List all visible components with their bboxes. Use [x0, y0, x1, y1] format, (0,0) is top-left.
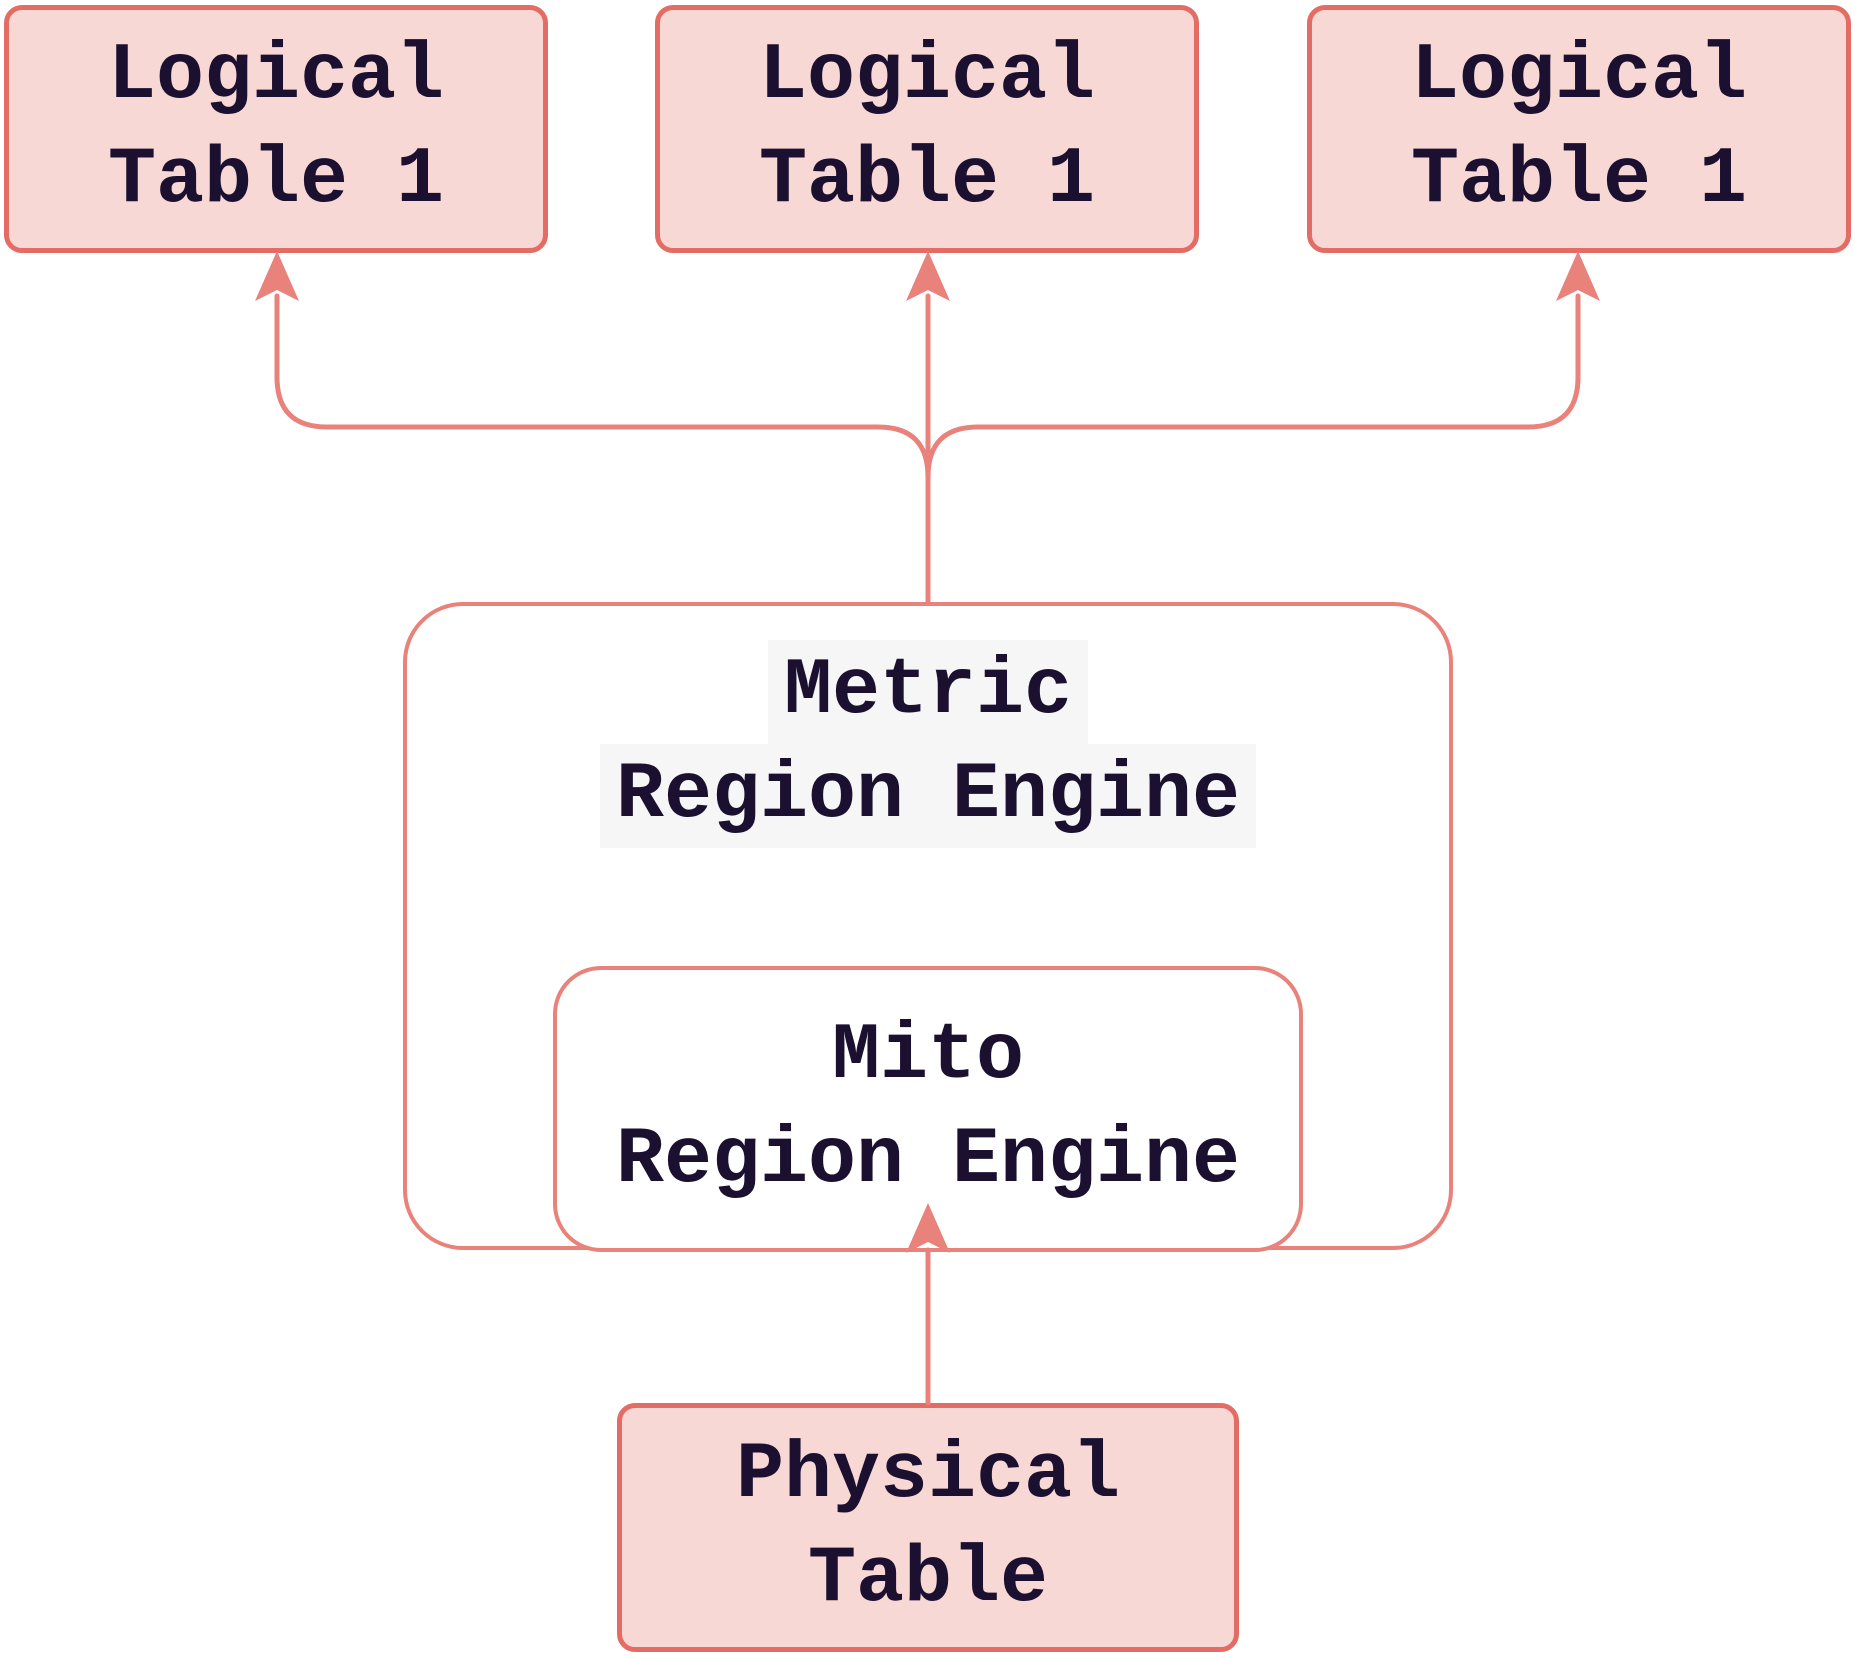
node-label-line: Table 1	[1410, 135, 1748, 226]
node-label-line: Region Engine	[599, 744, 1257, 848]
arrowhead-logical-right-icon	[1556, 251, 1600, 301]
node-label-line: Metric	[767, 640, 1089, 744]
node-label-line: Table	[807, 1533, 1049, 1625]
node-label-line: Table 1	[758, 135, 1096, 226]
arrowhead-logical-center-icon	[906, 251, 950, 301]
node-logical-table-center: Logical Table 1	[655, 5, 1199, 253]
node-label-line: Region Engine	[615, 1115, 1241, 1206]
node-label-line: Table 1	[107, 135, 445, 226]
node-mito-region-engine: Mito Region Engine	[553, 966, 1303, 1252]
node-label-line: Physical	[735, 1429, 1121, 1521]
node-label-line: Logical	[107, 31, 445, 122]
node-logical-table-left: Logical Table 1	[4, 5, 548, 253]
node-logical-table-right: Logical Table 1	[1307, 5, 1851, 253]
arrowhead-logical-left-icon	[255, 251, 299, 301]
edge-metric-to-logical-right	[925, 293, 1581, 480]
node-label-line: Logical	[758, 31, 1096, 122]
edge-metric-to-logical-left	[274, 293, 931, 605]
node-physical-table: Physical Table	[617, 1403, 1239, 1652]
node-label-line: Mito	[831, 1011, 1025, 1102]
node-label-line: Logical	[1410, 31, 1748, 122]
